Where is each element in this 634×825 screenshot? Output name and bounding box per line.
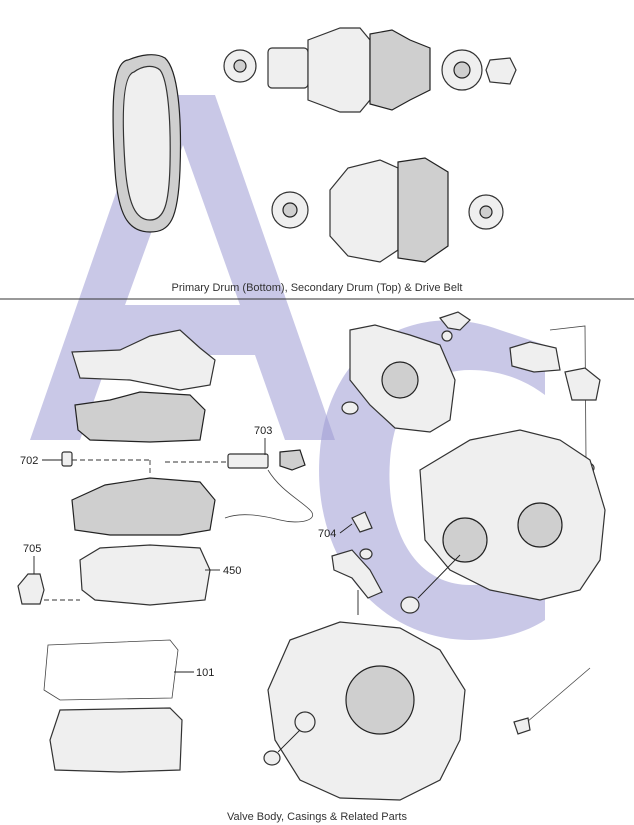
caption-bottom: Valve Body, Casings & Related Parts (227, 811, 407, 823)
sensor-704 (331, 511, 383, 615)
callout-705: 705 (23, 543, 41, 555)
part-705 (17, 556, 80, 605)
transaxle-housing (419, 429, 606, 601)
shift-linkage (509, 325, 601, 474)
oil-pan (49, 707, 183, 773)
callout-101: 101 (196, 667, 214, 679)
callout-702: 702 (20, 455, 38, 467)
callout-704: 704 (318, 528, 336, 540)
drive-belt (112, 54, 182, 233)
sensor-top (438, 311, 471, 342)
valve-body-lower (71, 477, 216, 606)
valve-body-upper (71, 329, 216, 443)
part-702 (42, 451, 151, 475)
caption-top: Primary Drum (Bottom), Secondary Drum (T… (171, 282, 463, 294)
seal-ring-right (400, 596, 420, 614)
converter-housing (267, 621, 466, 801)
primary-drum (271, 157, 504, 263)
callout-703: 703 (254, 425, 272, 437)
seal-ring-left-leader (277, 729, 301, 753)
side-cover (341, 324, 456, 433)
callout-450: 450 (223, 565, 241, 577)
seal-ring-left (263, 750, 281, 766)
secondary-drum (223, 27, 517, 113)
manual-shaft (513, 667, 591, 735)
part-703-harness (165, 438, 313, 523)
seal-ring-leader (417, 554, 461, 599)
oil-pan-gasket (43, 639, 179, 701)
